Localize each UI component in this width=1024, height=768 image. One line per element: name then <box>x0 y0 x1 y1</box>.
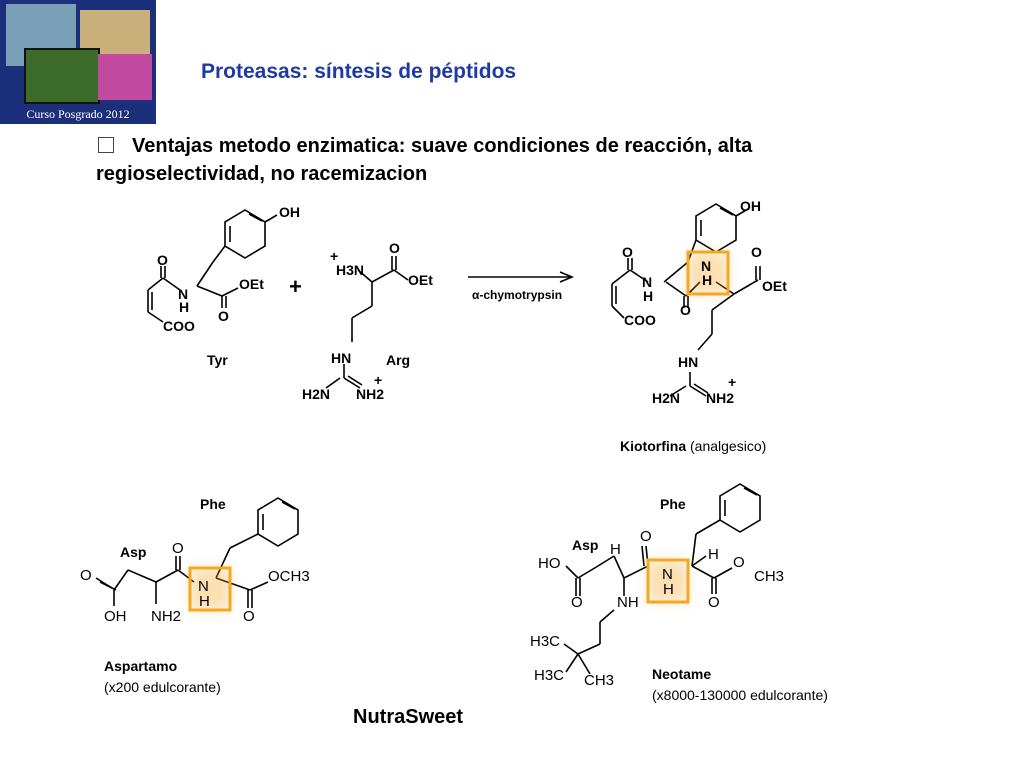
kio-carbonyl-o-label: O <box>680 302 691 318</box>
arg-label: Arg <box>386 352 411 368</box>
product-note: (analgesico) <box>690 438 767 454</box>
asp-carbonyl-o-label: O <box>172 540 184 557</box>
arg-nh2-label: NH2 <box>356 386 385 402</box>
tyr-label: Tyr <box>207 352 228 368</box>
kio-guanidinium-plus: + <box>728 374 737 390</box>
plus-sign: + <box>289 274 302 299</box>
asp-ester-o-label: O <box>243 608 255 625</box>
arg-h2n-label: H2N <box>302 386 331 402</box>
kio-nh2-label: NH2 <box>706 390 735 406</box>
tyr-amide-h-label: H <box>179 299 190 315</box>
logo-caption: Curso Posgrado 2012 <box>26 107 130 121</box>
neo-ester-o-label: O <box>733 554 745 571</box>
asp-nh2-label: NH2 <box>151 608 182 625</box>
kio-h2n-label: H2N <box>652 390 681 406</box>
neotame-asp-label: Asp <box>572 537 599 553</box>
asp-acid-o-label: O <box>80 567 92 584</box>
tyrosine-structure <box>147 209 278 323</box>
neo-ch3-label: CH3 <box>754 568 785 585</box>
tyr-amide-n-label: N <box>178 286 189 302</box>
aspartame-caption: Aspartamo <box>104 658 177 674</box>
tyr-oh-label: OH <box>279 204 300 220</box>
neo-phe-h-label: H <box>708 546 719 563</box>
neotame-note: (x8000-130000 edulcorante) <box>652 687 828 703</box>
reagent-label: α-chymotrypsin <box>472 288 563 302</box>
bullet-point: Ventajas metodo enzimatica: suave condic… <box>96 132 996 188</box>
brand-label: NutraSweet <box>353 706 464 728</box>
arg-hn-label: HN <box>331 350 352 366</box>
arg-charge-plus: + <box>330 248 339 264</box>
kio-hn-label: HN <box>678 354 699 370</box>
arg-guanidinium-plus: + <box>374 372 383 388</box>
neo-alpha-h-label: H <box>610 541 621 558</box>
kio-amide-n-label: N <box>642 274 653 290</box>
logo-image-flask <box>98 54 152 100</box>
aspartame-note: (x200 edulcorante) <box>104 679 221 695</box>
neo-nh-label: NH <box>617 594 639 611</box>
maleoyl-coo-label: COO <box>163 318 195 334</box>
neo-amide-n-label: N <box>662 566 673 583</box>
bullet-line-2: regioselectividad, no racemizacion <box>96 163 428 185</box>
kio-oet-label: OEt <box>762 278 787 294</box>
asp-amide-n-label: N <box>198 578 209 595</box>
neotame-phe-label: Phe <box>660 496 686 512</box>
arg-oet-label: OEt <box>408 272 433 288</box>
neo-ho-label: HO <box>538 555 561 572</box>
asp-amide-h-label: H <box>199 593 210 610</box>
neotame-structure <box>563 483 761 675</box>
aspartame-asp-label: Asp <box>120 544 147 560</box>
neotame-name: Neotame <box>652 666 712 682</box>
arg-carbonyl-o-label: O <box>389 240 400 256</box>
reaction-arrow <box>468 271 575 283</box>
kio-peptide-h-label: H <box>702 272 713 288</box>
neo-ester-carbonyl-o-label: O <box>708 594 720 611</box>
arg-h3n-label: H3N <box>336 262 365 278</box>
arginine-structure <box>325 256 409 389</box>
kio-oh-label: OH <box>740 198 761 214</box>
course-logo: Curso Posgrado 2012 <box>0 0 156 124</box>
maleoyl-o-label: O <box>157 252 168 268</box>
slide-title: Proteasas: síntesis de péptidos <box>201 60 517 83</box>
neo-h3c-upper-label: H3C <box>530 633 561 650</box>
tyr-carbonyl-o-label: O <box>218 308 229 324</box>
neo-ch3-tbutyl-label: CH3 <box>584 672 615 689</box>
neo-carbonyl-o-label: O <box>640 528 652 545</box>
kio-coo-label: COO <box>624 312 656 328</box>
aspartame-name: Aspartamo <box>104 658 178 674</box>
asp-och3-label: OCH3 <box>268 568 310 585</box>
bullet-icon <box>98 137 114 153</box>
neo-amide-h-label: H <box>663 581 674 598</box>
asp-oh-label: OH <box>104 608 127 625</box>
kio-amide-h-label: H <box>643 288 654 304</box>
peptide-bond-highlights <box>188 250 730 612</box>
aspartame-phe-label: Phe <box>200 496 226 512</box>
product-name: Kiotorfina <box>620 438 687 454</box>
neo-acid-o-label: O <box>571 594 583 611</box>
bullet-line-1: Ventajas metodo enzimatica: suave condic… <box>132 135 753 157</box>
kio-maleoyl-o-label: O <box>622 244 633 260</box>
tyr-oet-label: OEt <box>239 276 264 292</box>
product-caption: Kiotorfina (analgesico) <box>620 438 766 454</box>
kio-peptide-n-label: N <box>701 258 712 274</box>
neo-h3c-lower-label: H3C <box>534 667 565 684</box>
kio-ester-o-label: O <box>751 244 762 260</box>
